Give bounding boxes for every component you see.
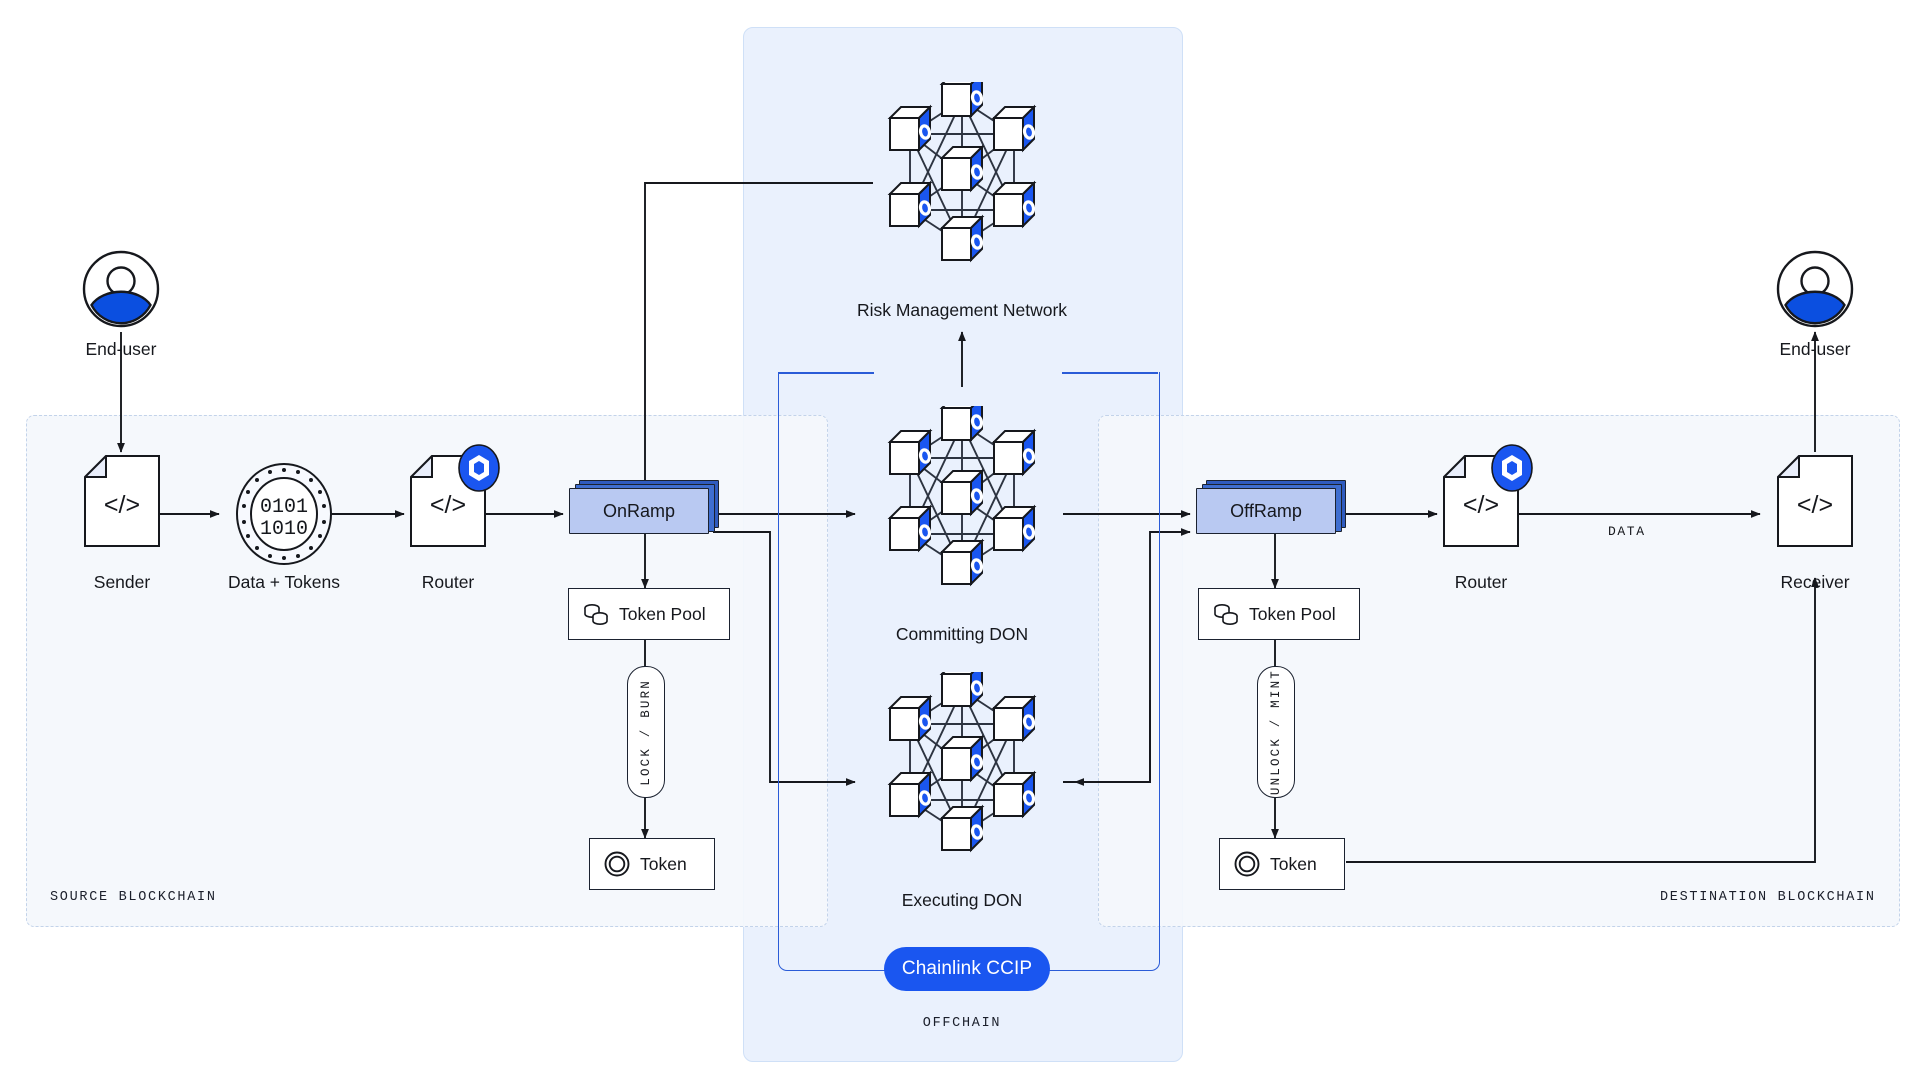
receiver-label: Receiver <box>1780 572 1850 592</box>
source-token-pool-label: Token Pool <box>619 603 706 624</box>
dest-enduser-label: End-user <box>1779 339 1851 359</box>
don-network-icon <box>862 406 1062 621</box>
svg-text:</>: </> <box>430 491 466 519</box>
user-avatar-icon <box>1776 250 1854 328</box>
token-ring-icon <box>1234 851 1260 877</box>
code-document-icon: </> <box>1777 455 1853 547</box>
offchain-label: OFFCHAIN <box>922 1016 1002 1031</box>
dest-token[interactable]: Token <box>1219 838 1345 890</box>
svg-text:</>: </> <box>1463 491 1499 519</box>
source-router-label: Router <box>421 572 475 592</box>
source-enduser-label: End-user <box>85 339 157 359</box>
source-blockchain-label: SOURCE BLOCKCHAIN <box>50 890 217 905</box>
offramp-contract[interactable]: OffRamp <box>1196 480 1346 534</box>
coins-icon <box>1214 603 1238 625</box>
executing-don-label: Executing DON <box>901 890 1023 910</box>
lock-burn-capsule: LOCK / BURN <box>627 666 665 798</box>
bits-bottom: 1010 <box>260 518 308 541</box>
unlock-mint-label: UNLOCK / MINT <box>1269 668 1283 796</box>
data-edge-label: DATA <box>1608 524 1646 539</box>
dest-token-pool[interactable]: Token Pool <box>1198 588 1360 640</box>
risk-management-network-label: Risk Management Network <box>856 300 1068 320</box>
binary-oval-icon: 0101 1010 <box>235 462 333 566</box>
offramp-label: OffRamp <box>1196 488 1336 534</box>
svg-text:</>: </> <box>104 491 140 519</box>
token-ring-icon <box>604 851 630 877</box>
destination-blockchain-label: DESTINATION BLOCKCHAIN <box>1660 890 1876 905</box>
chainlink-hex-icon <box>1491 444 1533 492</box>
sender-label: Sender <box>93 572 151 592</box>
ccip-frame-top-right <box>1062 372 1158 374</box>
unlock-mint-capsule: UNLOCK / MINT <box>1257 666 1295 798</box>
chainlink-ccip-badge[interactable]: Chainlink CCIP <box>884 947 1050 991</box>
user-avatar-icon <box>82 250 160 328</box>
source-token-pool[interactable]: Token Pool <box>568 588 730 640</box>
committing-don-label: Committing DON <box>895 624 1029 644</box>
svg-text:</>: </> <box>1797 491 1833 519</box>
dest-token-pool-label: Token Pool <box>1249 603 1336 624</box>
bits-top: 0101 <box>260 496 308 519</box>
chainlink-hex-icon <box>458 444 500 492</box>
source-token-label: Token <box>640 853 687 874</box>
onramp-contract[interactable]: OnRamp <box>569 480 719 534</box>
coins-icon <box>584 603 608 625</box>
don-network-icon <box>862 672 1062 887</box>
dest-router-label: Router <box>1454 572 1508 592</box>
lock-burn-label: LOCK / BURN <box>639 678 653 786</box>
onramp-label: OnRamp <box>569 488 709 534</box>
code-document-icon: </> <box>84 455 160 547</box>
data-tokens-label: Data + Tokens <box>227 572 341 592</box>
dest-token-label: Token <box>1270 853 1317 874</box>
don-network-icon <box>862 82 1062 297</box>
source-token[interactable]: Token <box>589 838 715 890</box>
ccip-frame-top-left <box>778 372 874 374</box>
